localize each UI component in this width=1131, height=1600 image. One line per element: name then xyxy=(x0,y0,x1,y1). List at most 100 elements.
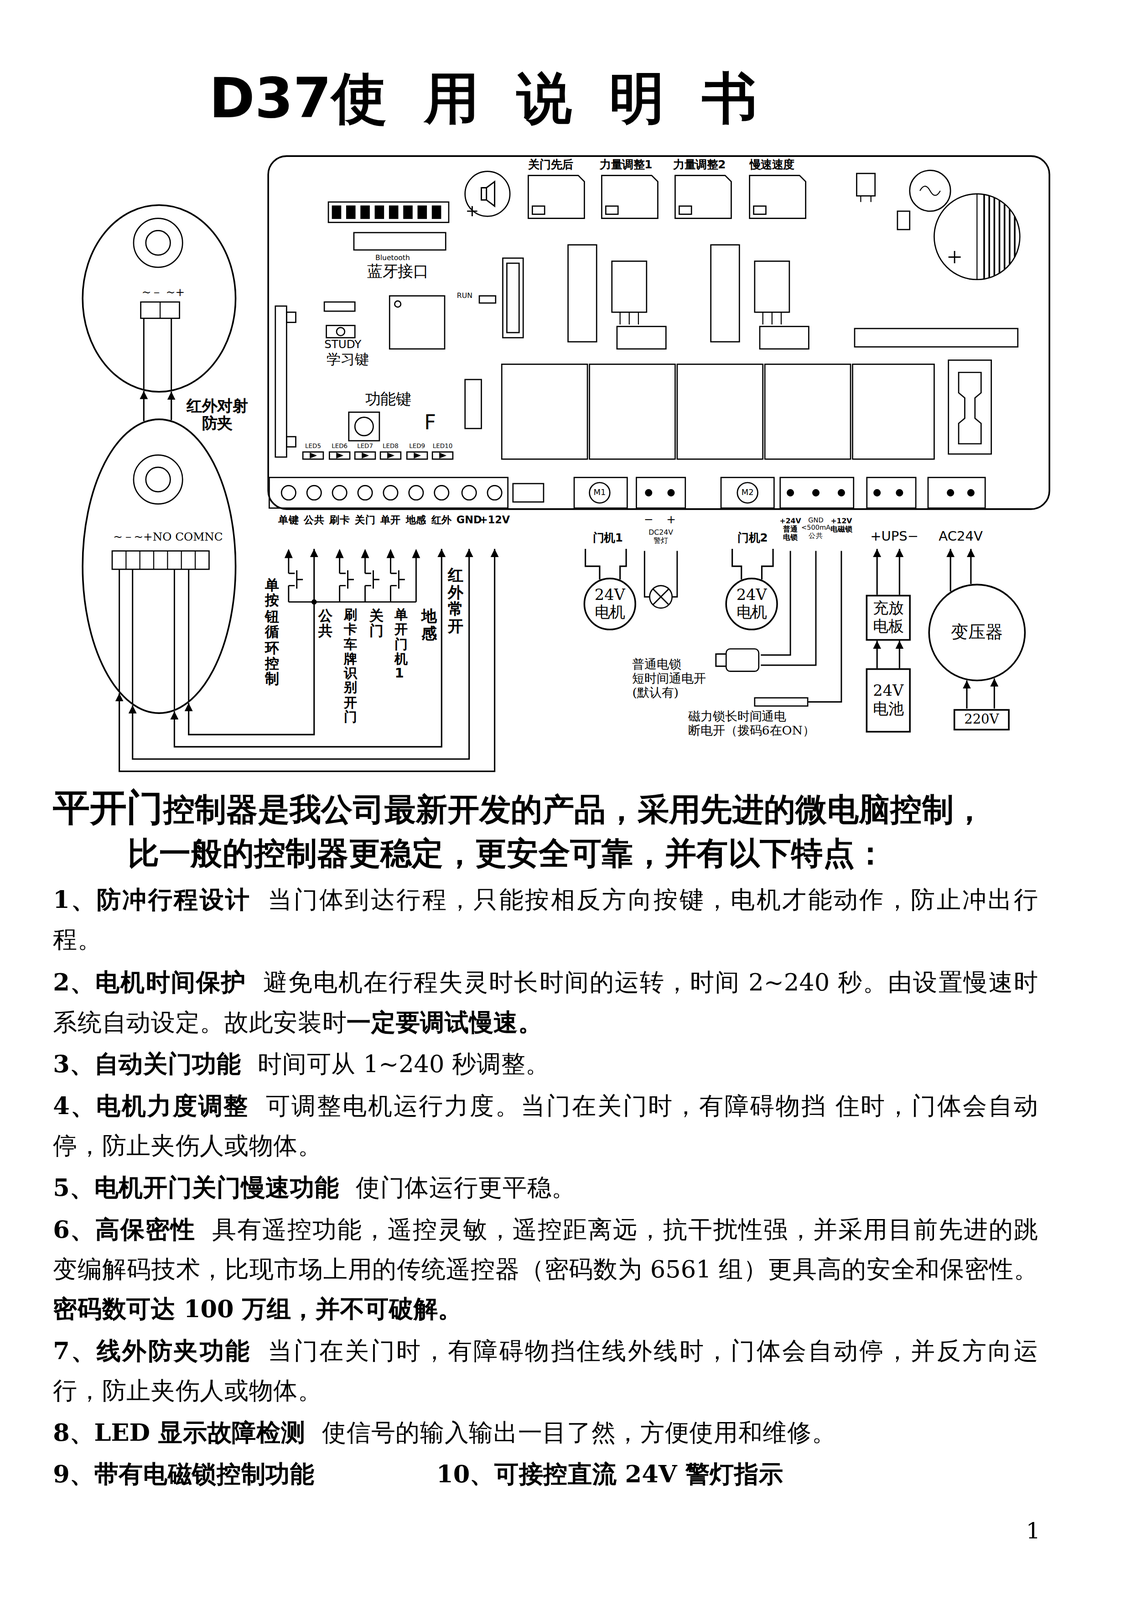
node-text: 24V 电机 xyxy=(736,586,768,622)
infrared-sensor: ~－~+NO COMNC xyxy=(81,418,237,715)
sensor-terminal-divider xyxy=(166,550,168,570)
led xyxy=(329,451,350,460)
body-text: 平开门 xyxy=(52,786,164,829)
feature-heading: 3、自动关门功能 xyxy=(52,1049,241,1079)
infrared-sensor: ~－ ~+ xyxy=(81,203,237,393)
arrowhead xyxy=(411,548,421,558)
wire-connector xyxy=(143,390,145,421)
potentiometer xyxy=(674,175,732,219)
led-mark xyxy=(310,452,317,458)
function-button-cap xyxy=(354,417,374,436)
speaker-icon xyxy=(481,181,495,207)
paragraph: 3、自动关门功能时间可从 1~240 秒调整。 xyxy=(52,1045,1038,1085)
node-text: RUN xyxy=(456,291,473,301)
node-text: +24V 普通 电锁 xyxy=(779,517,802,542)
feature-heading: 8、LED 显示故障检测 xyxy=(52,1417,306,1447)
diagram-label: 红外常开 xyxy=(447,566,464,635)
polarity-mark xyxy=(466,206,478,217)
node-text: 红外 xyxy=(431,513,452,526)
led-mark xyxy=(439,452,446,458)
terminal-block xyxy=(866,477,916,509)
node-text: − xyxy=(643,513,654,527)
diagram-label: 磁力锁长时间通电 断电开（拨码6在ON） xyxy=(688,709,819,738)
node-text: GND <500mA 公共 xyxy=(801,517,831,540)
heatsink xyxy=(759,326,809,349)
terminal-screw xyxy=(332,485,347,500)
sensor-lens xyxy=(145,230,171,255)
terminal-block xyxy=(269,477,508,509)
diagram-label: 公共 xyxy=(318,607,333,640)
node-text: 门机1 xyxy=(592,532,623,545)
body-text: 使信号的输入输出一目了然，方便使用和维修。 xyxy=(321,1417,836,1447)
terminal-screw xyxy=(838,489,845,496)
diagram-label: 地感 xyxy=(421,607,437,642)
terminal-screw xyxy=(357,485,373,500)
node-text: GND xyxy=(456,513,483,526)
fuse-holder xyxy=(948,359,992,454)
controller-board-outline xyxy=(267,155,1051,549)
dip-switch-lever xyxy=(432,206,441,219)
dip-switch-lever xyxy=(361,206,370,219)
feature-heading: 5、电机开门关门慢速功能 xyxy=(52,1172,339,1202)
node-text: LED9 xyxy=(409,442,426,450)
charge-board-box-outline-shape xyxy=(866,595,910,640)
heatsink xyxy=(617,326,666,349)
wire-connector xyxy=(876,548,878,595)
relay xyxy=(677,363,763,459)
led xyxy=(302,451,324,460)
relay xyxy=(501,363,588,459)
led xyxy=(380,451,401,460)
node-text: +UPS− xyxy=(870,529,919,545)
sensor-terminal-divider xyxy=(125,550,127,570)
edge-connector xyxy=(275,306,287,457)
feature-heading: 4、电机力度调整 xyxy=(52,1091,250,1121)
fuse xyxy=(958,372,981,444)
node-text: 公共 xyxy=(303,513,325,526)
feature-heading: 2、电机时间保护 xyxy=(52,967,247,997)
potentiometer xyxy=(528,175,585,219)
node-text: DC24V 警灯 xyxy=(648,528,674,545)
sensor-terminal-divider xyxy=(159,301,161,319)
node-text: 220V xyxy=(964,711,999,727)
node-text: 单键 xyxy=(278,513,299,526)
dip-switch xyxy=(328,202,449,223)
node-text: AC24V xyxy=(938,529,983,545)
terminal-block xyxy=(513,483,544,502)
potentiometer xyxy=(601,175,658,219)
node-text: 24V 电池 xyxy=(872,682,904,718)
paragraph: 1、防冲行程设计当门体到达行程，只能按相反方向按键，电机才能动作，防止冲出行程。 xyxy=(52,881,1038,961)
sensor-terminal-divider xyxy=(181,550,182,570)
arrowhead xyxy=(361,548,370,558)
diagram-label: 红外对射 防夹 xyxy=(186,397,248,433)
sensor-wire xyxy=(143,318,172,390)
push-button xyxy=(390,550,405,602)
capacitor-hatch xyxy=(988,195,991,278)
capacitor-hatch xyxy=(1013,216,1016,257)
push-button xyxy=(339,550,354,602)
wire-connector xyxy=(876,640,878,668)
node-text: 学习键 xyxy=(326,350,370,368)
buzzer xyxy=(465,171,510,217)
terminal-block xyxy=(721,477,774,509)
sensor-lens xyxy=(145,466,171,492)
feature-heading: 6、高保密性 xyxy=(52,1214,196,1244)
mains-box: 220V xyxy=(953,708,1010,730)
wire-connector xyxy=(585,548,600,580)
charge-board-box: 充放 电板 xyxy=(866,594,911,641)
transistor xyxy=(754,260,790,312)
motor-circle-outline-shape xyxy=(726,578,778,630)
led-mark xyxy=(362,452,369,458)
bluetooth-header xyxy=(353,232,446,250)
paragraph: 8、LED 显示故障检测使信号的输入输出一目了然，方便使用和维修。 xyxy=(52,1413,1038,1453)
terminal-screw xyxy=(668,489,675,496)
paragraph: 5、电机开门关门慢速功能使门体运行更平稳。 xyxy=(52,1168,1038,1209)
node-text: 力量调整2 xyxy=(673,159,727,172)
led-mark xyxy=(336,452,343,458)
wire-connector xyxy=(898,640,901,668)
node-text: +12V 电磁锁 xyxy=(830,517,852,534)
node-text: + xyxy=(666,513,676,527)
header xyxy=(502,258,524,338)
capacitor-hatch xyxy=(1003,203,1006,270)
terminal-screw xyxy=(896,489,903,496)
